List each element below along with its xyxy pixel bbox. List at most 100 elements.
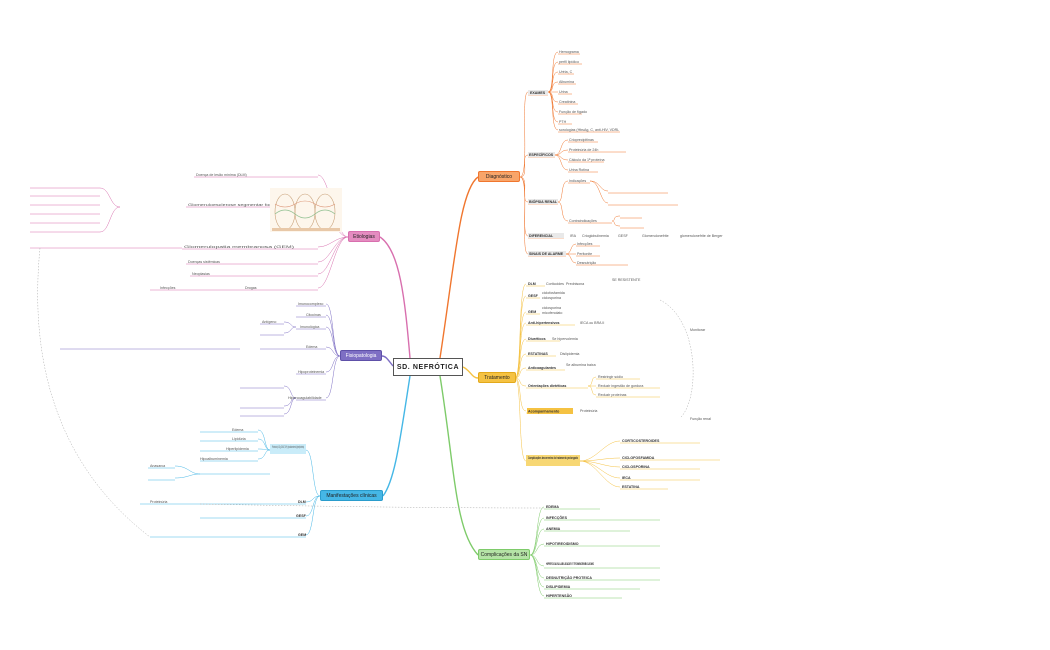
complicacoes-labels: EDEMA INFECÇÕES ANEMIA HIPOTIREOIDISMO H…: [546, 505, 594, 598]
fisiopatologia-subtree: [283, 303, 341, 415]
comp-edema: EDEMA: [546, 505, 559, 509]
branch-etiologias[interactable]: Etiologias: [348, 231, 380, 242]
svg-text:Corticoides: Corticoides: [546, 282, 564, 286]
svg-text:Reduzir ingestão de gordura: Reduzir ingestão de gordura: [598, 384, 643, 388]
group-exames: EXAMES: [530, 91, 546, 95]
svg-text:ESTATINA: ESTATINA: [622, 485, 640, 489]
svg-text:Glomerulopatia membranosa (GEM: Glomerulopatia membranosa (GEM): [184, 245, 294, 249]
svg-text:Antígeno: Antígeno: [262, 320, 276, 324]
svg-text:Citocinas: Citocinas: [306, 313, 321, 317]
connector-fisiopatologia: [381, 355, 394, 367]
svg-text:Reduzir proteínas: Reduzir proteínas: [598, 393, 627, 397]
svg-text:IRA: IRA: [570, 234, 577, 238]
svg-text:Indicações: Indicações: [569, 179, 586, 183]
svg-text:Restringir sódio: Restringir sódio: [598, 375, 623, 379]
svg-text:DLM: DLM: [298, 500, 306, 504]
svg-text:PTH: PTH: [559, 120, 567, 124]
svg-text:Creatinina: Creatinina: [559, 100, 575, 104]
svg-text:Infecções: Infecções: [160, 286, 176, 290]
comp-hipercoagulabilidade: HIPERCOAGULABILIDADE E TROMBOEMBOLISMO: [546, 562, 594, 566]
branch-complicacoes-label: Complicações da SN: [480, 551, 528, 558]
branch-tratamento[interactable]: Tratamento: [478, 372, 516, 383]
group-gesf: GESF: [528, 294, 539, 298]
branch-diagnostico[interactable]: Diagnóstico: [478, 171, 520, 182]
svg-text:Edema: Edema: [232, 428, 243, 432]
svg-text:Urina Rotina: Urina Rotina: [569, 168, 589, 172]
svg-text:Drogas: Drogas: [245, 286, 257, 290]
svg-text:Função renal: Função renal: [690, 417, 711, 421]
group-biopsia: BIÓPSIA RENAL: [529, 199, 558, 204]
svg-text:GESF: GESF: [618, 234, 629, 238]
svg-text:Monitorar: Monitorar: [690, 328, 706, 332]
svg-text:ciclosporina: ciclosporina: [542, 296, 561, 300]
svg-text:Uréia, C: Uréia, C: [559, 70, 573, 74]
comp-desnutricao: DESNUTRIÇÃO PROTEICA: [546, 575, 592, 580]
svg-text:Se albumina baixa: Se albumina baixa: [566, 363, 596, 367]
group-gem: GEM: [528, 310, 536, 314]
svg-text:GESF: GESF: [296, 514, 307, 518]
branch-manifestacoes[interactable]: Manifestações clínicas: [320, 490, 383, 501]
connector-diagnostico: [439, 176, 479, 359]
branch-etiologias-label: Etiologias: [353, 233, 375, 240]
svg-text:Hiperlipidemia: Hiperlipidemia: [226, 447, 249, 451]
connector-tratamento: [462, 366, 479, 379]
branch-tratamento-label: Tratamento: [484, 374, 510, 381]
branch-fisiopatologia[interactable]: Fisiopatologia: [340, 350, 382, 361]
fisiopatologia-lines: [60, 305, 326, 417]
svg-text:sorologias (HbsAg, C, anti-HIV: sorologias (HbsAg, C, anti-HIV, VDRL: [559, 128, 619, 132]
group-diureticos: Diuréticos: [528, 337, 546, 341]
svg-text:Função de fígado: Função de fígado: [559, 110, 587, 114]
group-orientacoes: Orientações dietéticas: [528, 384, 566, 388]
tratamento-lines: [526, 285, 720, 490]
branch-diagnostico-label: Diagnóstico: [485, 173, 513, 180]
svg-text:CORTICOSTEROIDES: CORTICOSTEROIDES: [622, 439, 660, 443]
svg-text:IECA ou BRA II: IECA ou BRA II: [580, 321, 604, 325]
svg-text:Proteinúria de 24h: Proteinúria de 24h: [569, 148, 598, 152]
etiologias-lines: [30, 176, 318, 291]
group-estatinas: ESTATINAS: [528, 352, 548, 356]
svg-text:glomerulonefrite de Berger: glomerulonefrite de Berger: [680, 234, 723, 238]
svg-text:Imunológica: Imunológica: [300, 325, 319, 329]
comp-anemia: ANEMIA: [546, 527, 561, 531]
root-title: SD. NEFRÓTICA: [396, 363, 460, 371]
svg-text:ciclosporina: ciclosporina: [542, 306, 561, 310]
svg-text:Hipercoagulabilidade: Hipercoagulabilidade: [288, 396, 322, 400]
svg-text:Glomerulonefrite: Glomerulonefrite: [642, 234, 669, 238]
group-dlm: DLM: [528, 282, 536, 286]
group-anticoagulantes: Anticoagulantes: [528, 366, 556, 370]
svg-text:Edema: Edema: [306, 345, 317, 349]
branch-complicacoes[interactable]: Complicações da SN: [478, 549, 530, 560]
svg-text:Lipidúria: Lipidúria: [232, 437, 246, 441]
connector-complicacoes: [439, 375, 479, 556]
svg-text:IECA: IECA: [622, 476, 631, 480]
svg-text:Contraindicações: Contraindicações: [569, 219, 597, 223]
svg-text:Hipoalbuminemia: Hipoalbuminemia: [200, 457, 228, 461]
comp-hipotireoidismo: HIPOTIREOIDISMO: [546, 542, 579, 546]
svg-text:Neoplasias: Neoplasias: [192, 272, 210, 276]
diagnostico-labels: EXAMES Hemograma perfil lipídico Uréia, …: [528, 50, 723, 265]
svg-text:Doença de lesão mínima (DLM): Doença de lesão mínima (DLM): [196, 173, 247, 177]
manifestacoes-highlight: Proteinúria (>3,5 g/24h/1,73m²); hipoalb…: [272, 445, 304, 449]
branch-fisiopatologia-label: Fisiopatologia: [345, 352, 377, 359]
group-anti-hipertensivos: Anti-hipertensivos: [528, 321, 560, 325]
tratamento-subtree: [514, 283, 621, 488]
svg-text:Dislipidemia: Dislipidemia: [560, 352, 579, 356]
comp-infeccoes: INFECÇÕES: [546, 515, 568, 520]
root-node[interactable]: SD. NEFRÓTICA: [393, 358, 463, 376]
glomerulus-illustration: [270, 188, 342, 232]
comp-hipertensao: HIPERTENSÃO: [546, 593, 572, 598]
svg-text:Crioglobulinemia: Crioglobulinemia: [582, 234, 609, 238]
diagnostico-subtree: [519, 51, 621, 264]
svg-text:Hemograma: Hemograma: [559, 50, 579, 54]
svg-text:GEM: GEM: [298, 533, 306, 537]
svg-text:CICLOFOSFAMIDA: CICLOFOSFAMIDA: [622, 456, 655, 460]
svg-text:Hipoproteinemia: Hipoproteinemia: [298, 370, 324, 374]
etiologias-labels: Doença de lesão mínima (DLM) Glomeruloes…: [160, 173, 296, 290]
fisiopatologia-labels: Imunocomplexo Citocinas Imunológica Antí…: [262, 302, 324, 400]
svg-text:ciclofosfamida: ciclofosfamida: [542, 291, 565, 295]
svg-text:Crioprecipitinas: Crioprecipitinas: [569, 138, 594, 142]
group-sinais-alarme: SINAIS DE ALARME: [529, 252, 564, 256]
svg-text:Se hipervolemia: Se hipervolemia: [552, 337, 578, 341]
complicacoes-subtree: [529, 506, 545, 597]
complicacoes-lines: [544, 508, 660, 599]
